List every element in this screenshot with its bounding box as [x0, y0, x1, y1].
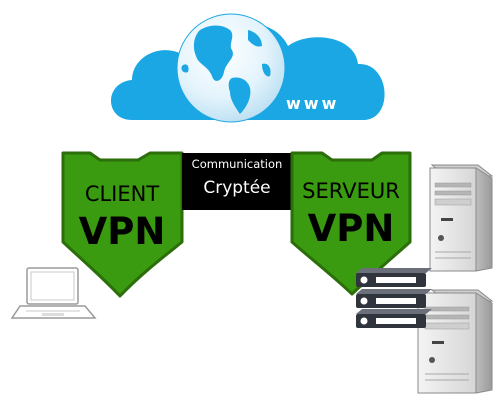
server-label-line2: VPN	[308, 207, 395, 250]
client-label-line1: CLIENT	[85, 182, 160, 206]
client-vpn-shield: CLIENT VPN	[61, 151, 184, 298]
cloud-label: www	[286, 94, 339, 113]
server-tower-icon	[429, 164, 494, 272]
tunnel-box	[182, 153, 292, 210]
server-label-line1: SERVEUR	[302, 179, 400, 203]
rack-unit	[356, 289, 432, 308]
encrypted-tunnel: Communication Cryptée	[182, 153, 292, 210]
laptop-icon	[10, 267, 97, 319]
rack-unit	[356, 268, 432, 287]
client-label-line2: VPN	[79, 210, 166, 253]
globe-icon	[176, 13, 286, 123]
rack-unit	[356, 309, 432, 328]
server-tower-icon	[417, 289, 494, 394]
tunnel-label-line1: Communication	[192, 157, 283, 171]
cloud-icon: www	[111, 13, 385, 123]
server-vpn-shield: SERVEUR VPN	[290, 151, 412, 296]
rack-server-icon	[356, 268, 432, 328]
tunnel-label-line2: Cryptée	[203, 178, 270, 198]
